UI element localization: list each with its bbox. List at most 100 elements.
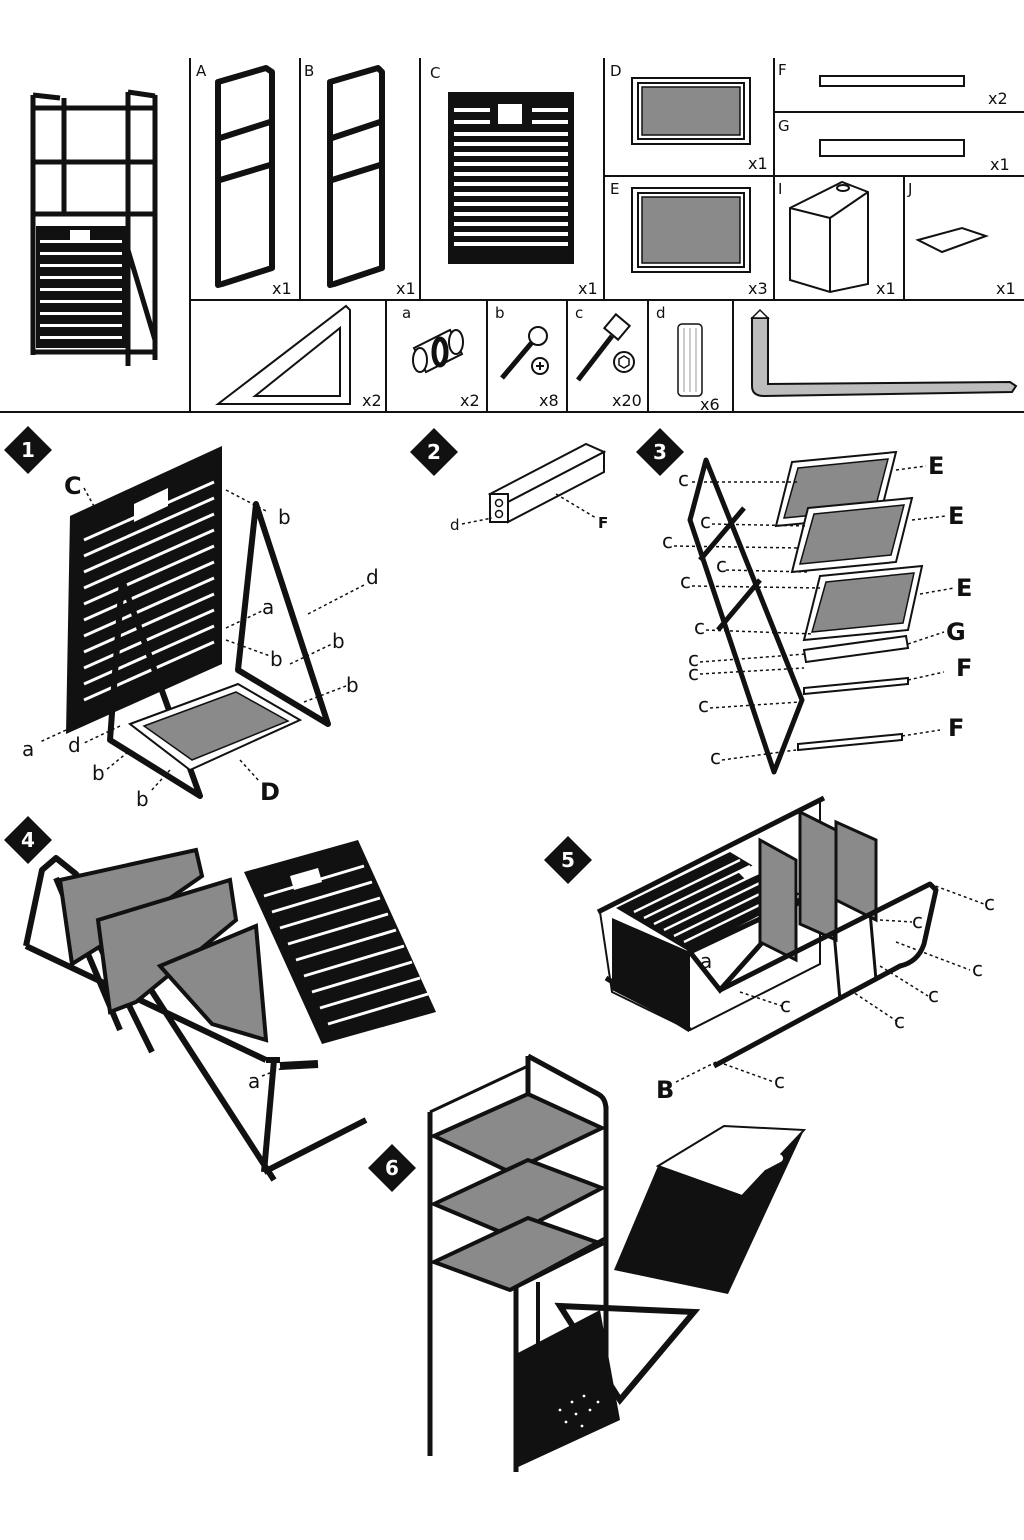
svg-text:a: a (262, 595, 274, 619)
svg-text:c: c (984, 891, 995, 915)
part-c-slatted-panel: C x1 (430, 64, 598, 298)
svg-text:E: E (928, 452, 944, 480)
svg-text:D: D (610, 62, 622, 80)
hardware-b-screw: b x8 (495, 304, 559, 410)
svg-text:x1: x1 (990, 155, 1010, 174)
svg-text:d: d (68, 733, 81, 757)
svg-text:C: C (430, 64, 440, 82)
step-4-illustration: a (23, 840, 436, 1182)
svg-text:6: 6 (385, 1156, 399, 1180)
step-3-illustration: c c c c c c c c c c E E E G F F (662, 450, 972, 775)
svg-text:b: b (346, 673, 359, 697)
part-a-side-frame: A x1 (196, 62, 292, 298)
svg-text:F: F (778, 61, 787, 79)
svg-text:G: G (778, 117, 790, 135)
svg-text:x1: x1 (748, 154, 768, 173)
svg-text:F: F (956, 654, 972, 682)
part-j-insert: J x1 (907, 180, 1016, 298)
svg-text:b: b (136, 787, 149, 811)
svg-text:x2: x2 (988, 89, 1008, 108)
part-triangle-brace: x2 (215, 304, 382, 410)
svg-text:x2: x2 (362, 391, 382, 410)
svg-text:B: B (304, 62, 314, 80)
svg-text:c: c (575, 304, 583, 322)
step-badge-1: 1 (4, 426, 52, 474)
svg-text:F: F (598, 514, 608, 532)
svg-text:b: b (332, 629, 345, 653)
part-e-shelf: E x3 (610, 180, 768, 298)
svg-text:c: c (698, 693, 709, 717)
step-badge-5: 5 (544, 836, 592, 884)
hardware-c-bolt: c x20 (575, 304, 642, 410)
svg-text:c: c (972, 957, 983, 981)
svg-text:x1: x1 (396, 279, 416, 298)
svg-text:x8: x8 (539, 391, 559, 410)
svg-text:b: b (270, 647, 283, 671)
svg-text:x1: x1 (876, 279, 896, 298)
svg-text:E: E (948, 502, 964, 530)
part-d-bottom-shelf: D x1 (610, 62, 768, 173)
svg-text:a: a (248, 1069, 260, 1093)
svg-text:d: d (450, 516, 460, 534)
svg-text:F: F (948, 714, 964, 742)
svg-text:E: E (610, 180, 619, 198)
svg-text:b: b (278, 505, 291, 529)
svg-text:x1: x1 (272, 279, 292, 298)
svg-text:A: A (196, 62, 207, 80)
svg-text:x6: x6 (700, 395, 720, 414)
svg-text:2: 2 (427, 440, 441, 464)
svg-text:c: c (688, 661, 699, 685)
svg-text:5: 5 (561, 848, 575, 872)
svg-text:4: 4 (21, 828, 35, 852)
svg-text:c: c (912, 909, 923, 933)
svg-text:D: D (260, 778, 280, 806)
svg-text:B: B (656, 1076, 674, 1104)
part-g-rail: G x1 (778, 117, 1010, 174)
svg-text:b: b (495, 304, 505, 322)
step-badge-4: 4 (4, 816, 52, 864)
svg-text:c: c (700, 509, 711, 533)
svg-text:c: c (662, 529, 673, 553)
svg-text:d: d (656, 304, 666, 322)
svg-text:x1: x1 (578, 279, 598, 298)
svg-text:E: E (956, 574, 972, 602)
svg-text:x1: x1 (996, 279, 1016, 298)
svg-text:c: c (678, 467, 689, 491)
svg-text:x20: x20 (612, 391, 642, 410)
assembled-cabinet-overview (30, 89, 158, 366)
allen-key-tool (750, 308, 1018, 398)
step-badge-3: 3 (636, 428, 684, 476)
svg-text:a: a (22, 737, 34, 761)
svg-text:J: J (907, 180, 912, 198)
step-6-illustration (427, 1053, 807, 1472)
svg-text:c: c (894, 1009, 905, 1033)
part-b-side-frame: B x1 (304, 62, 416, 298)
svg-text:x3: x3 (748, 279, 768, 298)
hardware-d-dowel: d x6 (656, 304, 720, 414)
step-badge-2: 2 (410, 428, 458, 476)
parts-grid (0, 58, 1024, 413)
svg-text:c: c (680, 569, 691, 593)
svg-text:3: 3 (653, 440, 667, 464)
svg-text:a: a (700, 949, 712, 973)
svg-text:I: I (778, 180, 782, 198)
svg-text:d: d (366, 565, 379, 589)
part-i-laundry-bag: I x1 (778, 180, 896, 298)
svg-text:c: c (710, 745, 721, 769)
step-2-illustration: d F (450, 442, 608, 534)
svg-text:C: C (64, 472, 82, 500)
svg-text:c: c (688, 647, 699, 671)
svg-text:c: c (774, 1069, 785, 1093)
step-badge-6: 6 (368, 1144, 416, 1192)
svg-text:c: c (780, 993, 791, 1017)
svg-text:c: c (716, 553, 727, 577)
svg-text:b: b (92, 761, 105, 785)
svg-text:c: c (928, 983, 939, 1007)
step-5-illustration: c c c c c c c a B (596, 795, 995, 1104)
svg-text:a: a (402, 304, 411, 322)
hardware-a-cam-lock: a x2 (402, 304, 480, 410)
step-1-illustration: C b d a b b b a d b b D (22, 446, 379, 811)
overview-hamper-slats (36, 226, 126, 348)
svg-text:x2: x2 (460, 391, 480, 410)
